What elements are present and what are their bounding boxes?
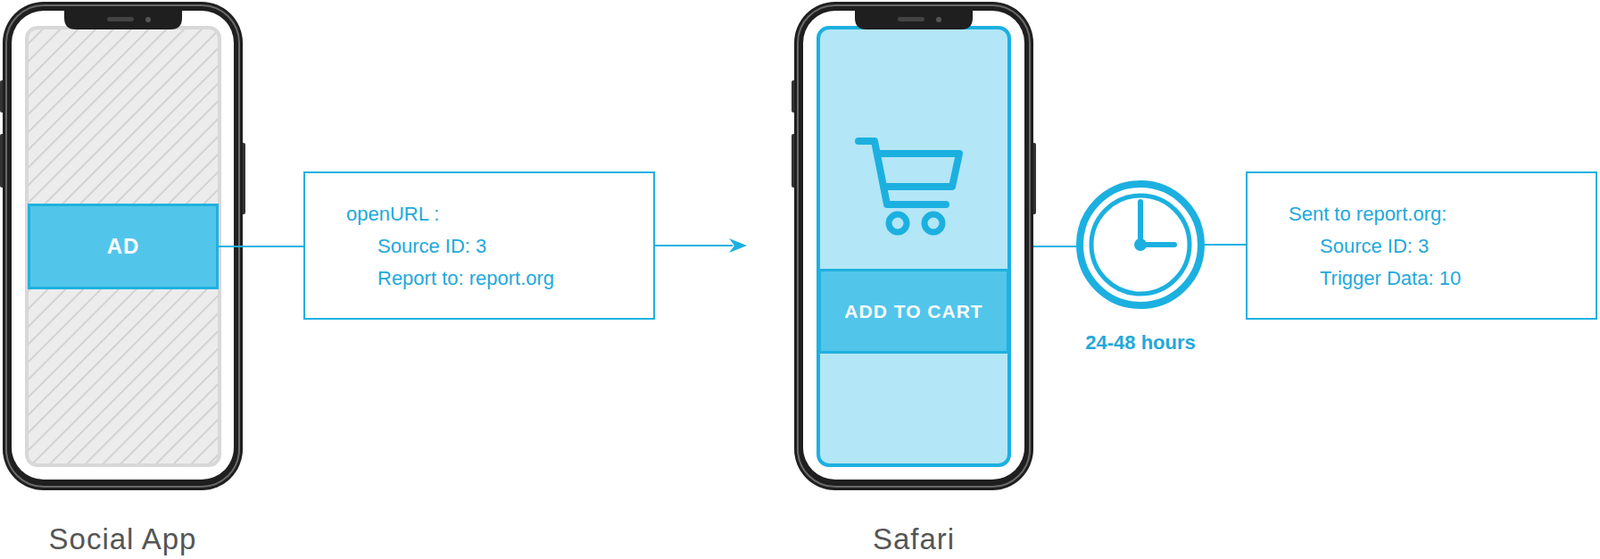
arrow-head (729, 238, 747, 253)
field-line: Trigger Data: 10 (1319, 262, 1578, 295)
phone-frame (791, 1, 1037, 490)
button-label: ADD TO CART (844, 300, 983, 323)
button-label: AD (107, 233, 141, 259)
field-line: Source ID: 3 (1319, 230, 1578, 263)
connector (1201, 244, 1246, 246)
info-box: Sent to report.org:Source ID: 3Trigger D… (1245, 171, 1598, 320)
connector-line (218, 245, 304, 248)
field-line: Source ID: 3 (377, 230, 636, 263)
clock-node: 24-48 hours (1077, 182, 1203, 307)
connector (1033, 246, 1080, 248)
ad-band: AD (27, 203, 219, 290)
field-line: Report to: report.org (377, 262, 636, 295)
cart-button-band: ADD TO CART (818, 268, 1010, 354)
clock-icon (1079, 183, 1202, 306)
connector (218, 246, 304, 248)
info-box: openURL :Source ID: 3Report to: report.o… (303, 171, 655, 320)
device-label: Social App (49, 522, 198, 556)
phone-node: Social AppAD (2, 1, 243, 490)
phone-frame (0, 1, 246, 490)
connector (654, 238, 747, 253)
cart-icon (858, 140, 960, 233)
box-heading: openURL : (346, 198, 636, 231)
phone-node: SafariADD TO CART (794, 1, 1034, 490)
connector-line (654, 244, 733, 247)
device-label: Safari (872, 522, 955, 556)
connector-line (1033, 245, 1080, 248)
connector-line (1201, 243, 1246, 246)
delay-label: 24-48 hours (1085, 331, 1196, 355)
box-heading: Sent to report.org: (1288, 198, 1578, 231)
